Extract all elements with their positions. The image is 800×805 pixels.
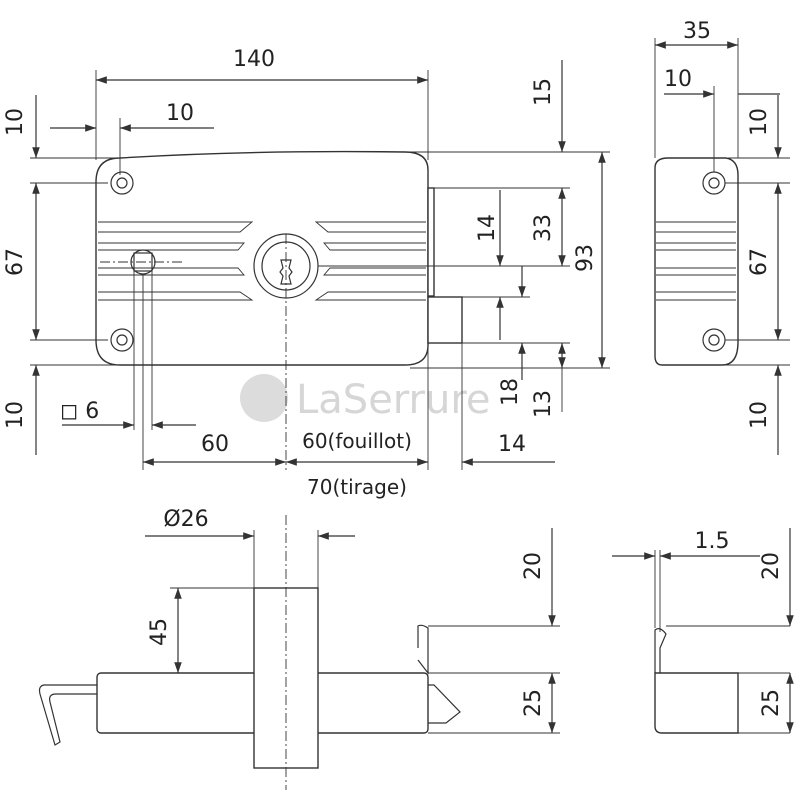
top-to-cylinder-label: 15	[531, 78, 556, 106]
backset-label: 60	[201, 432, 229, 457]
total-height-label: 93	[573, 244, 598, 272]
bottom-view: Ø26 45 20 25	[38, 507, 560, 790]
side-hole-spacing-label: 67	[747, 248, 772, 276]
front-hole-spacing-label: 67	[3, 248, 28, 276]
front-right-offset-label: 14	[498, 432, 526, 457]
cylinder-projection-label: 45	[147, 618, 172, 646]
front-view: 140 10 10 67 10 ◻ 6 60 60(fouillot) 14 7…	[3, 47, 610, 499]
side-depth-label: 35	[683, 19, 711, 44]
bottom-side-body-label: 25	[759, 689, 784, 717]
bottom-offset-label: 13	[531, 390, 556, 418]
front-lock-body	[95, 150, 429, 366]
watermark-text: LaSerrure	[296, 377, 491, 423]
front-screw-bottom-icon	[110, 328, 134, 352]
cylinder-diameter-label: Ø26	[163, 507, 208, 532]
side-lock-body	[654, 157, 739, 366]
hook	[38, 684, 100, 746]
front-left-offset-label: 10	[166, 101, 194, 126]
tirage-label: 70(tirage)	[307, 475, 407, 499]
bottom-catch	[417, 624, 429, 675]
bottom-side-thickness-label: 1.5	[695, 529, 730, 554]
front-bolt	[427, 296, 463, 344]
bolt-offset-label: 18	[498, 378, 523, 406]
bottom-body-label: 25	[521, 689, 546, 717]
bottom-side-body	[654, 672, 739, 734]
front-width-label: 140	[233, 47, 275, 72]
side-hole-offset-label: 10	[664, 67, 692, 92]
side-view: 35 10 10 67 10	[654, 19, 790, 455]
fouillot-label: 60(fouillot)	[302, 429, 412, 453]
side-top-margin-label: 10	[747, 108, 772, 136]
front-screw-top-icon	[110, 171, 134, 195]
bottom-side-view: 1.5 20 25	[612, 528, 794, 734]
bottom-side-top-label: 20	[759, 552, 784, 580]
bottom-top-label: 20	[521, 552, 546, 580]
bolt-height-label: 14	[475, 214, 500, 242]
watermark-logo-icon	[240, 374, 288, 422]
cylinder-to-bolt-label: 33	[531, 214, 556, 242]
side-grooves	[656, 221, 736, 301]
bottom-latch	[428, 684, 461, 724]
side-bottom-margin-label: 10	[747, 401, 772, 429]
follower-square-label: ◻ 6	[60, 399, 99, 424]
front-top-margin-label: 10	[3, 108, 28, 136]
front-bottom-margin-label: 10	[3, 401, 28, 429]
front-bolt-plate	[427, 187, 435, 297]
bottom-side-catch	[654, 628, 667, 673]
watermark: LaSerrure	[240, 374, 491, 423]
front-grooves	[98, 221, 426, 301]
